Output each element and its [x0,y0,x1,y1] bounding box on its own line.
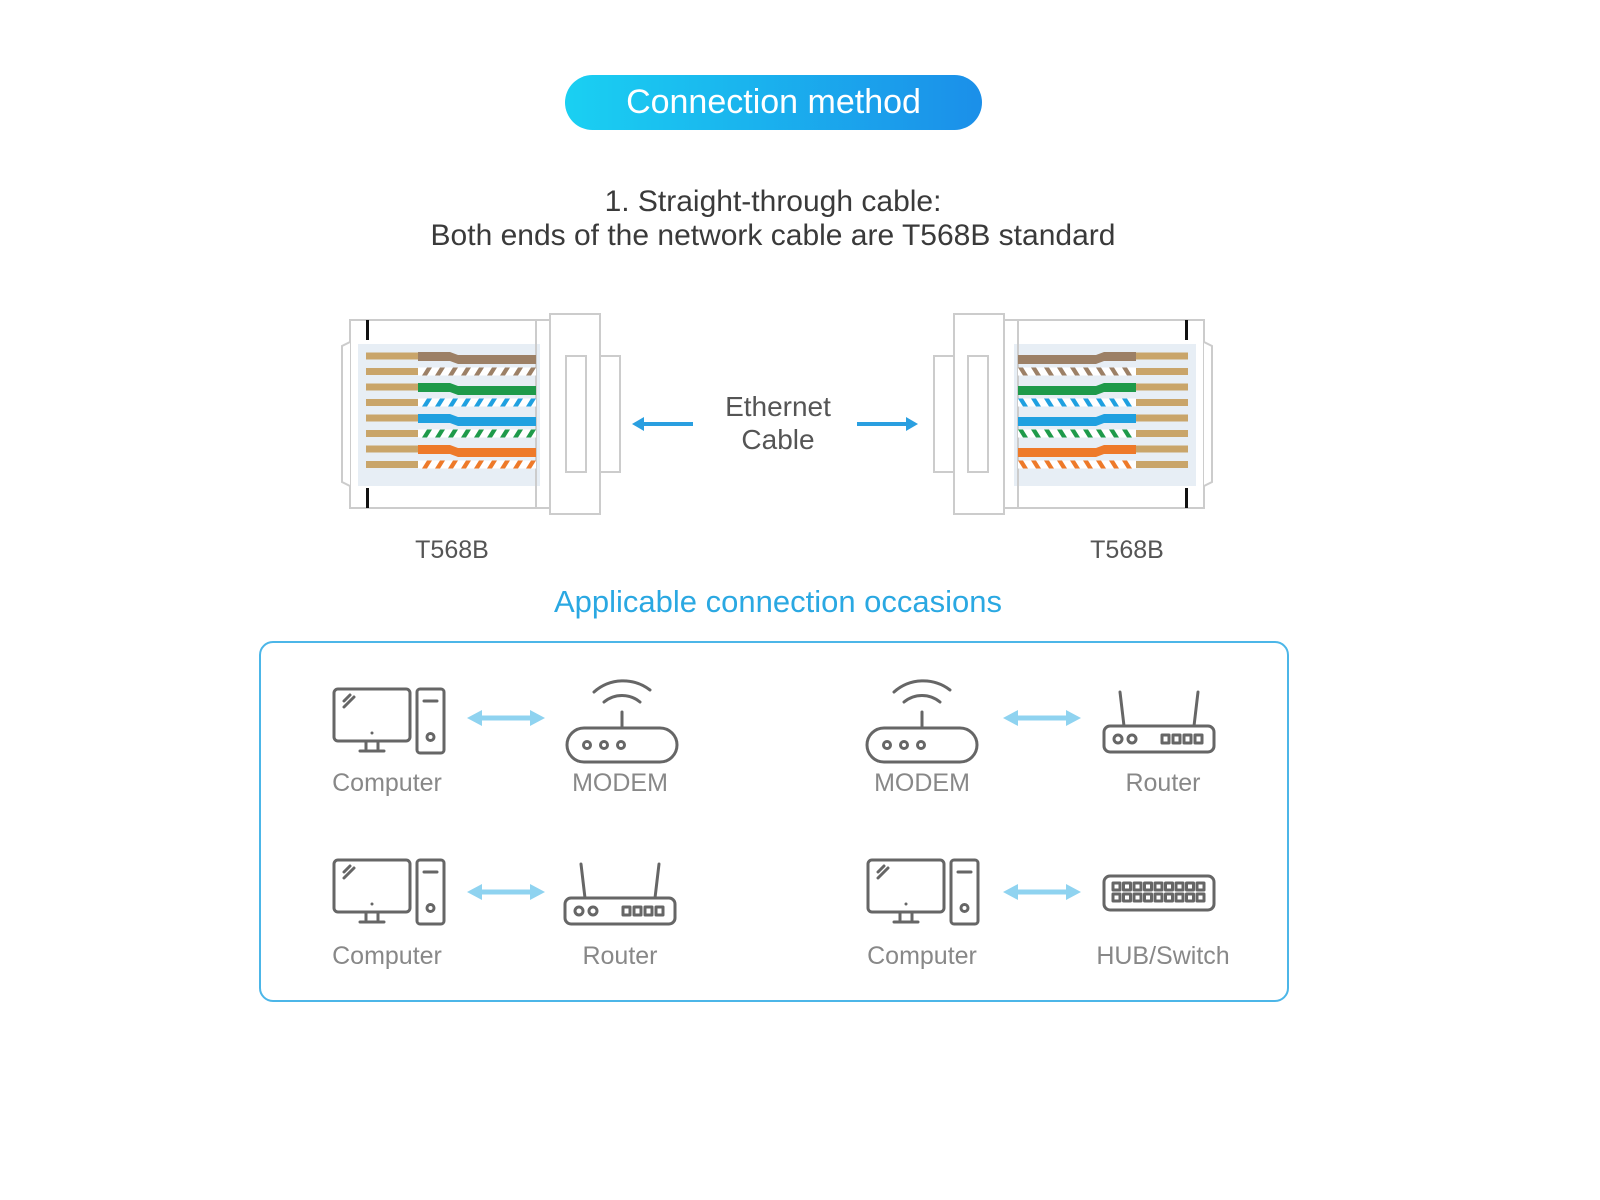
right-standard-label: T568B [1090,536,1164,564]
double-arrow-icon [467,884,545,900]
device-label: MODEM [874,769,970,797]
description-line-2: Both ends of the network cable are T568B… [430,219,1116,252]
cable-label-line1: Ethernet [725,391,831,422]
double-arrow-icon [1003,884,1081,900]
device-label: MODEM [572,769,668,797]
rj45-connector-left [341,313,621,515]
device-label: Router [582,942,658,970]
computer-icon [332,858,446,926]
occasions-title: Applicable connection occasions [553,584,1003,619]
double-arrow-icon [467,710,545,726]
computer-icon [866,858,980,926]
computer-icon [332,687,446,755]
device-label: Computer [867,942,977,970]
cable-label-line2: Cable [741,424,815,455]
section-title: Connection method [626,83,921,121]
arrow-left-icon [632,417,693,431]
modem-icon [565,679,679,764]
occasions-box [259,641,1289,1002]
hub-switch-icon [1102,874,1216,912]
device-label: Router [1125,769,1201,797]
router-icon [1102,690,1216,754]
device-label: Computer [332,942,442,970]
double-arrow-icon [1003,710,1081,726]
arrow-right-icon [857,417,918,431]
modem-icon [865,679,979,764]
description-line-1: 1. Straight-through cable: [604,185,942,218]
section-title-pill: Connection method [565,75,982,130]
rj45-connector-right [933,313,1213,515]
router-icon [563,862,677,926]
device-label: HUB/Switch [1096,942,1230,970]
left-standard-label: T568B [415,536,489,564]
device-label: Computer [332,769,442,797]
